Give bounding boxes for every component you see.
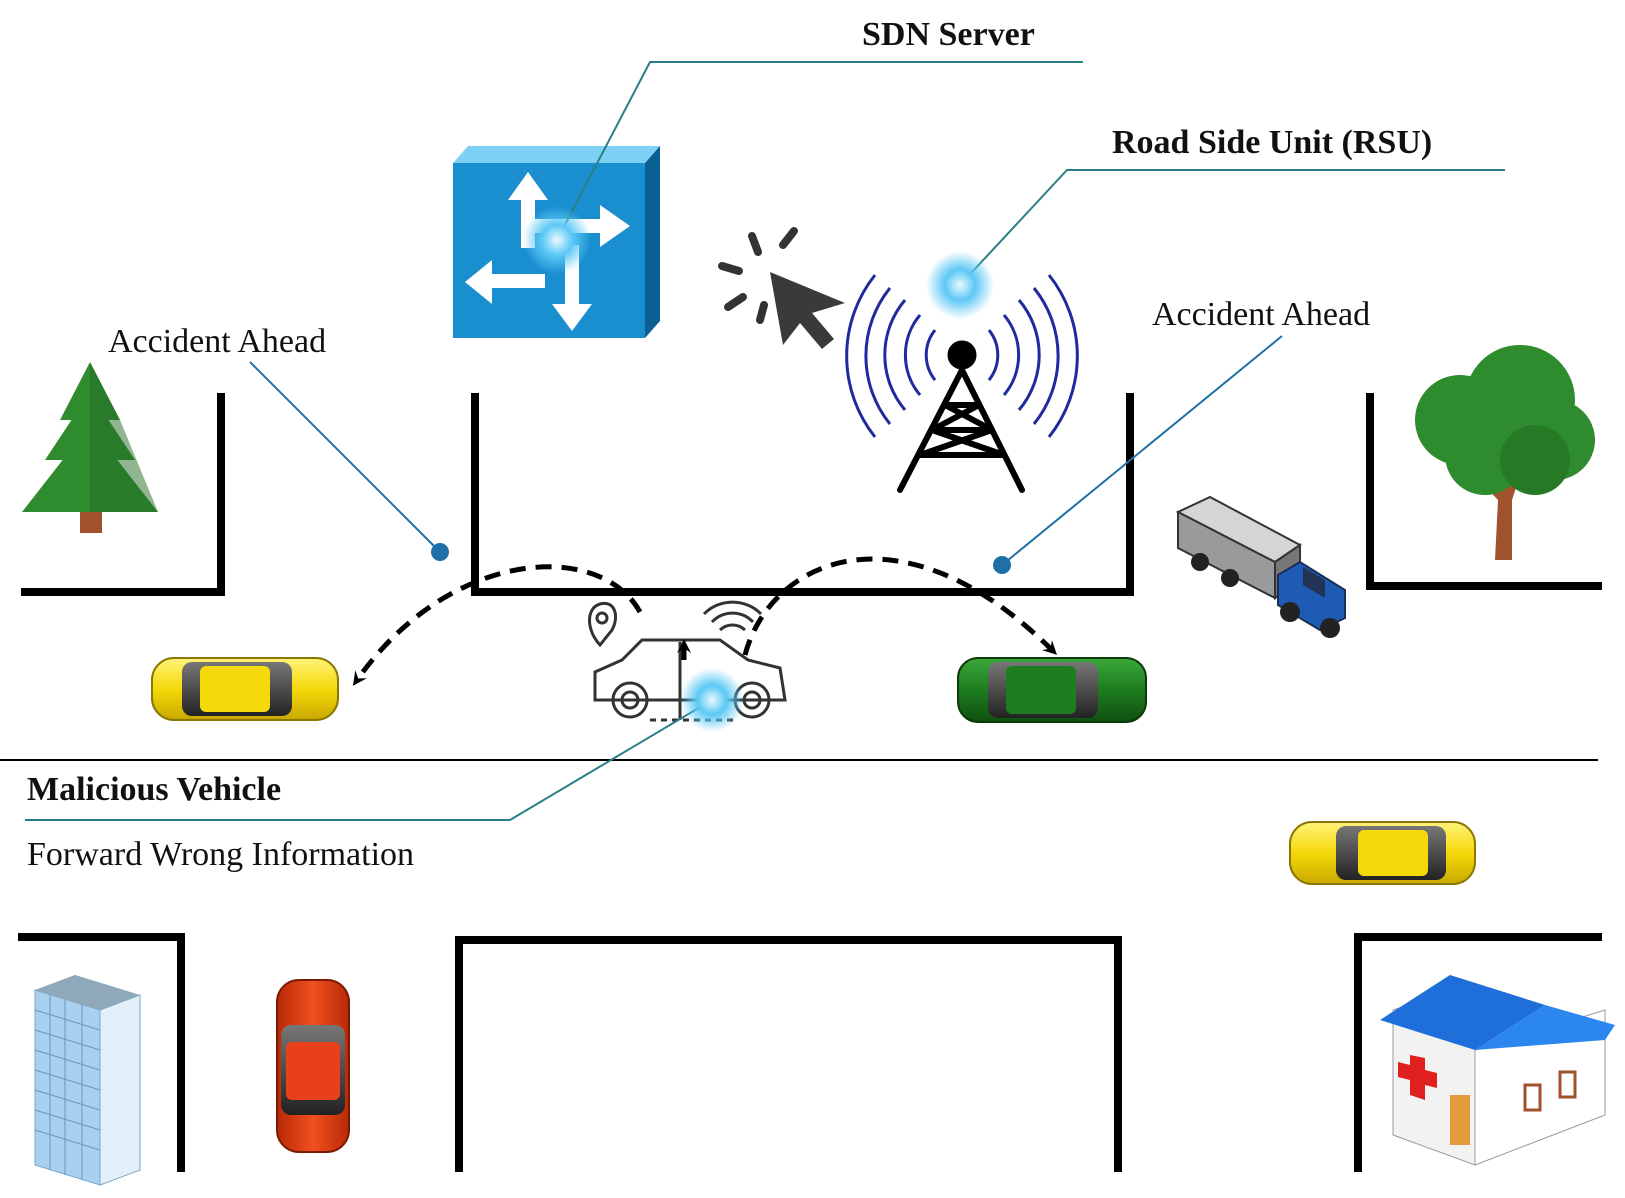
- cursor-click-icon: [718, 227, 845, 349]
- label-accident-right: Accident Ahead: [1152, 296, 1370, 333]
- block-bottom-right: [1354, 933, 1602, 1172]
- block-top-left: [21, 393, 225, 596]
- rsu-tower-icon: [845, 274, 1079, 493]
- label-accident-left: Accident Ahead: [108, 323, 326, 360]
- label-malicious-vehicle: Malicious Vehicle: [27, 771, 281, 808]
- block-top-right: [1366, 393, 1602, 590]
- callout-sdn: [556, 61, 1083, 241]
- yellow-car-right: [1289, 821, 1476, 885]
- label-forward-wrong: Forward Wrong Information: [27, 836, 414, 873]
- vehicle-glow: [680, 668, 744, 732]
- oak-tree-icon: [1415, 345, 1595, 560]
- block-bottom-center: [455, 936, 1122, 1172]
- rsu-glow: [926, 251, 994, 319]
- callout-malicious: [25, 699, 713, 821]
- callout-lines: [25, 61, 1505, 821]
- green-car: [957, 657, 1147, 723]
- callout-accident-left: [249, 361, 441, 553]
- block-bottom-left: [18, 933, 185, 1172]
- arc-to-green-car: [742, 556, 1057, 656]
- accident-dot-right: [993, 556, 1011, 574]
- sdn-glow: [523, 206, 591, 274]
- truck-icon: [1175, 495, 1346, 638]
- office-building-icon: [34, 975, 141, 1186]
- accident-dot-left: [431, 543, 449, 561]
- label-rsu: Road Side Unit (RSU): [1112, 124, 1432, 161]
- label-sdn-server: SDN Server: [862, 16, 1035, 53]
- pine-tree-icon: [22, 362, 158, 533]
- red-car: [276, 979, 350, 1153]
- callout-rsu: [959, 169, 1505, 286]
- road-outlines: [18, 393, 1602, 1172]
- yellow-car-left: [151, 657, 339, 721]
- hospital-icon: [1380, 975, 1615, 1166]
- block-top-center: [471, 393, 1134, 596]
- arc-to-yellow-car: [352, 564, 643, 686]
- message-arcs: [352, 556, 1057, 686]
- callout-accident-right: [1001, 335, 1283, 566]
